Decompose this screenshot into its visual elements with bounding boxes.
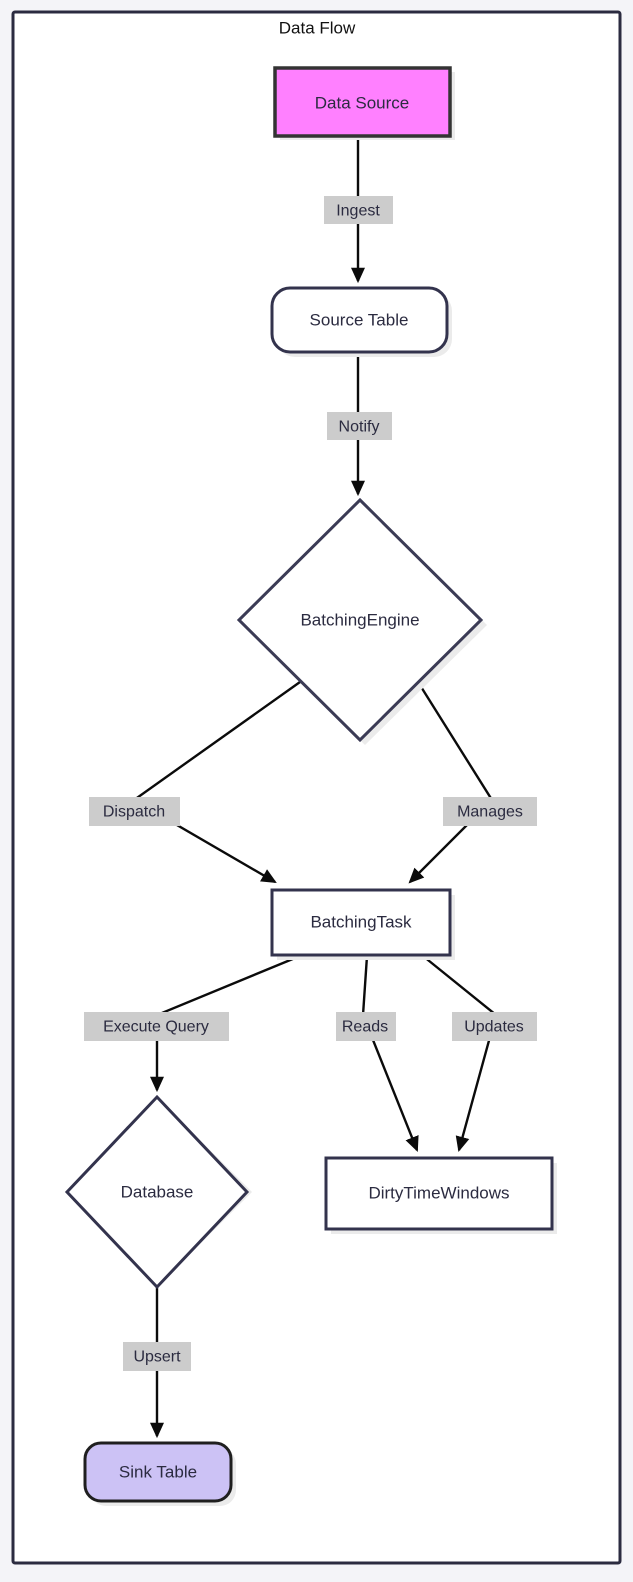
edge-label-reads-text: Reads bbox=[342, 1019, 388, 1036]
node-database[interactable]: Database bbox=[64, 1094, 252, 1290]
node-dirty-time-windows[interactable]: DirtyTimeWindows bbox=[324, 1156, 557, 1234]
edge-label-manages: Manages bbox=[443, 797, 537, 826]
node-batching-engine-shape bbox=[236, 497, 484, 743]
edge-label-dispatch: Dispatch bbox=[89, 797, 180, 826]
edge-label-manages-text: Manages bbox=[457, 804, 523, 821]
edge-label-upsert-text: Upsert bbox=[133, 1349, 181, 1366]
edge-label-updates: Updates bbox=[452, 1012, 537, 1041]
node-dirty-time-windows-shape bbox=[324, 1156, 554, 1231]
node-data-source[interactable]: Data Source bbox=[273, 66, 455, 140]
node-data-source-shape bbox=[273, 66, 452, 138]
edge-label-execute-query: Execute Query bbox=[84, 1012, 229, 1041]
subgraph-frame bbox=[11, 10, 622, 1565]
edge-label-reads: Reads bbox=[336, 1012, 396, 1041]
subgraph-title: Data Flow bbox=[279, 19, 356, 38]
edge-label-ingest-text: Ingest bbox=[336, 203, 380, 220]
edge-label-dispatch-text: Dispatch bbox=[103, 804, 165, 821]
edge-label-ingest: Ingest bbox=[324, 196, 393, 224]
node-database-shape bbox=[64, 1094, 250, 1290]
node-source-table[interactable]: Source Table bbox=[270, 286, 452, 357]
node-batching-task[interactable]: BatchingTask bbox=[270, 888, 455, 960]
edge-label-notify: Notify bbox=[327, 412, 392, 440]
edge-label-notify-text: Notify bbox=[339, 419, 380, 436]
edge-label-updates-text: Updates bbox=[464, 1019, 524, 1036]
node-source-table-shape bbox=[270, 286, 449, 354]
edge-label-upsert: Upsert bbox=[123, 1342, 191, 1371]
node-sink-table[interactable]: Sink Table bbox=[83, 1441, 236, 1506]
edge-label-execute-query-text: Execute Query bbox=[103, 1019, 209, 1036]
node-batching-task-shape bbox=[270, 888, 452, 957]
node-sink-table-shape bbox=[83, 1441, 233, 1503]
